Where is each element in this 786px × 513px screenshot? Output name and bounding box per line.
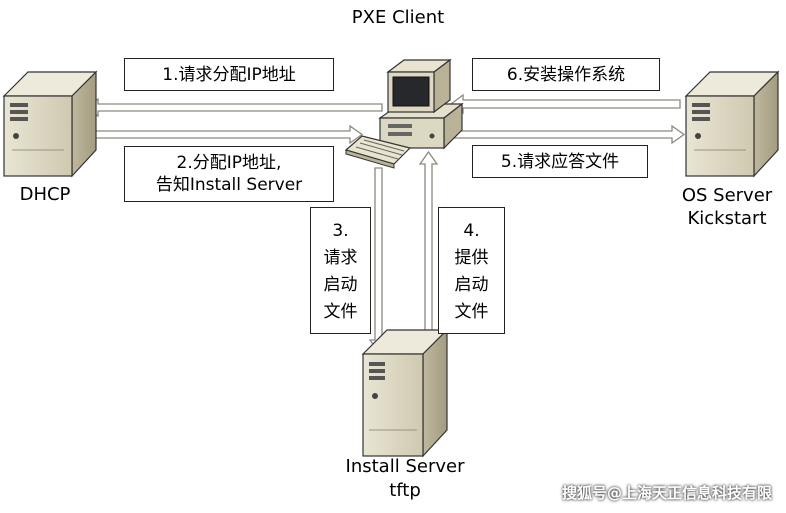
dhcp-label: DHCP [19, 184, 71, 205]
install-server-icon [361, 328, 449, 458]
step4-text-line2: 提供 [454, 247, 489, 268]
step3-text-line3: 启动 [323, 274, 358, 295]
step1-box: 1.请求分配IP地址 [124, 58, 334, 91]
step3-text-line2: 请求 [323, 247, 358, 268]
install-server-label: Install Server [345, 456, 465, 477]
step3-box: 3. 请求 启动 文件 [310, 207, 371, 334]
arrow-step1 [84, 97, 383, 118]
arrow-step4 [418, 150, 439, 339]
os-server-icon [684, 70, 780, 178]
os-server-label: OS Server [681, 185, 773, 206]
arrow-step2 [87, 124, 364, 145]
pxe-client-label: PXE Client [351, 7, 445, 28]
kickstart-label: Kickstart [687, 208, 767, 229]
step5-text: 5.请求应答文件 [500, 151, 620, 172]
step2-text-line1: 2.分配IP地址, [176, 153, 282, 173]
step2-box: 2.分配IP地址, 告知Install Server [124, 146, 334, 202]
step4-box: 4. 提供 启动 文件 [438, 207, 505, 334]
arrow-step6 [449, 93, 681, 115]
step6-text: 6.安装操作系统 [506, 64, 626, 85]
pxe-client-computer-icon [344, 58, 464, 169]
dhcp-server-icon [2, 70, 98, 178]
step1-text: 1.请求分配IP地址 [162, 64, 296, 85]
tftp-label: tftp [389, 480, 421, 501]
step5-box: 5.请求应答文件 [472, 145, 648, 178]
step3-text-line4: 文件 [323, 301, 358, 322]
arrow-step5 [454, 124, 686, 145]
step4-text-line4: 文件 [454, 301, 489, 322]
arrow-step3 [368, 167, 389, 354]
step4-text-line1: 4. [463, 220, 480, 241]
step3-text-line1: 3. [332, 220, 349, 241]
step4-text-line3: 启动 [454, 274, 489, 295]
watermark-text: 搜狐号@上海天正信息科技有限 [561, 484, 772, 502]
step6-box: 6.安装操作系统 [472, 58, 660, 91]
step2-text-line2: 告知Install Server [155, 175, 303, 195]
